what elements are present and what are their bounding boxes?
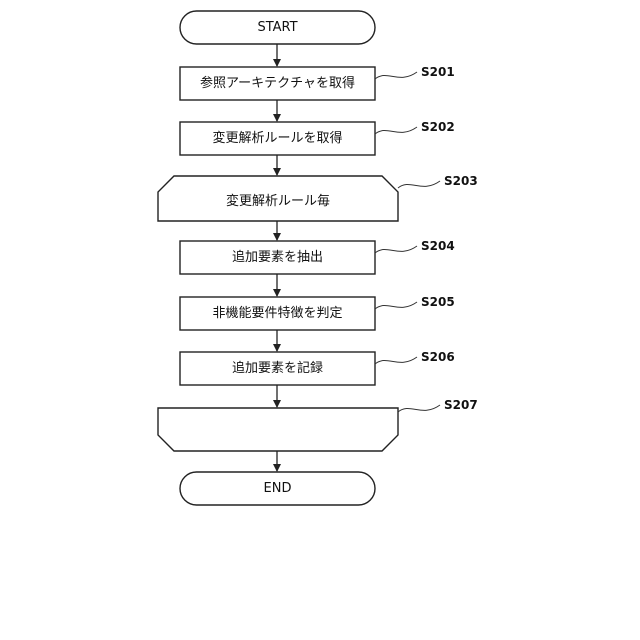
node-label: 非機能要件特徴を判定 xyxy=(212,306,342,321)
step-label: S202 xyxy=(421,120,455,134)
step-leader-line xyxy=(375,302,417,309)
step-label: S206 xyxy=(421,350,455,364)
step-leader-line xyxy=(375,72,417,79)
node-label: END xyxy=(264,481,292,496)
node-s207: S207 xyxy=(158,398,478,451)
node-label: START xyxy=(257,20,297,35)
node-s206: 追加要素を記録 S206 xyxy=(180,350,455,385)
node-label: 変更解析ルール毎 xyxy=(226,193,330,209)
node-s204: 追加要素を抽出 S204 xyxy=(180,239,455,274)
step-leader-line xyxy=(375,246,417,253)
node-s202: 変更解析ルールを取得 S202 xyxy=(180,120,455,155)
step-label: S204 xyxy=(421,239,455,253)
loop-end-shape xyxy=(158,408,398,451)
step-leader-line xyxy=(375,127,417,134)
step-label: S207 xyxy=(444,398,478,412)
node-label: 参照アーキテクチャを取得 xyxy=(200,75,355,91)
step-label: S201 xyxy=(421,65,455,79)
node-s201: 参照アーキテクチャを取得 S201 xyxy=(180,65,455,100)
node-label: 追加要素を記録 xyxy=(232,360,323,376)
node-label: 追加要素を抽出 xyxy=(232,249,323,265)
node-s205: 非機能要件特徴を判定 S205 xyxy=(180,295,455,330)
step-leader-line xyxy=(398,181,440,188)
step-label: S203 xyxy=(444,174,478,188)
node-s203: 変更解析ルール毎 S203 xyxy=(158,174,478,221)
step-leader-line xyxy=(398,405,440,412)
step-label: S205 xyxy=(421,295,455,309)
node-label: 変更解析ルールを取得 xyxy=(212,130,342,146)
node-start: START xyxy=(180,11,375,44)
step-leader-line xyxy=(375,357,417,364)
node-end: END xyxy=(180,472,375,505)
flowchart-nodes: START参照アーキテクチャを取得S201変更解析ルールを取得S202変更解析ル… xyxy=(158,11,478,505)
